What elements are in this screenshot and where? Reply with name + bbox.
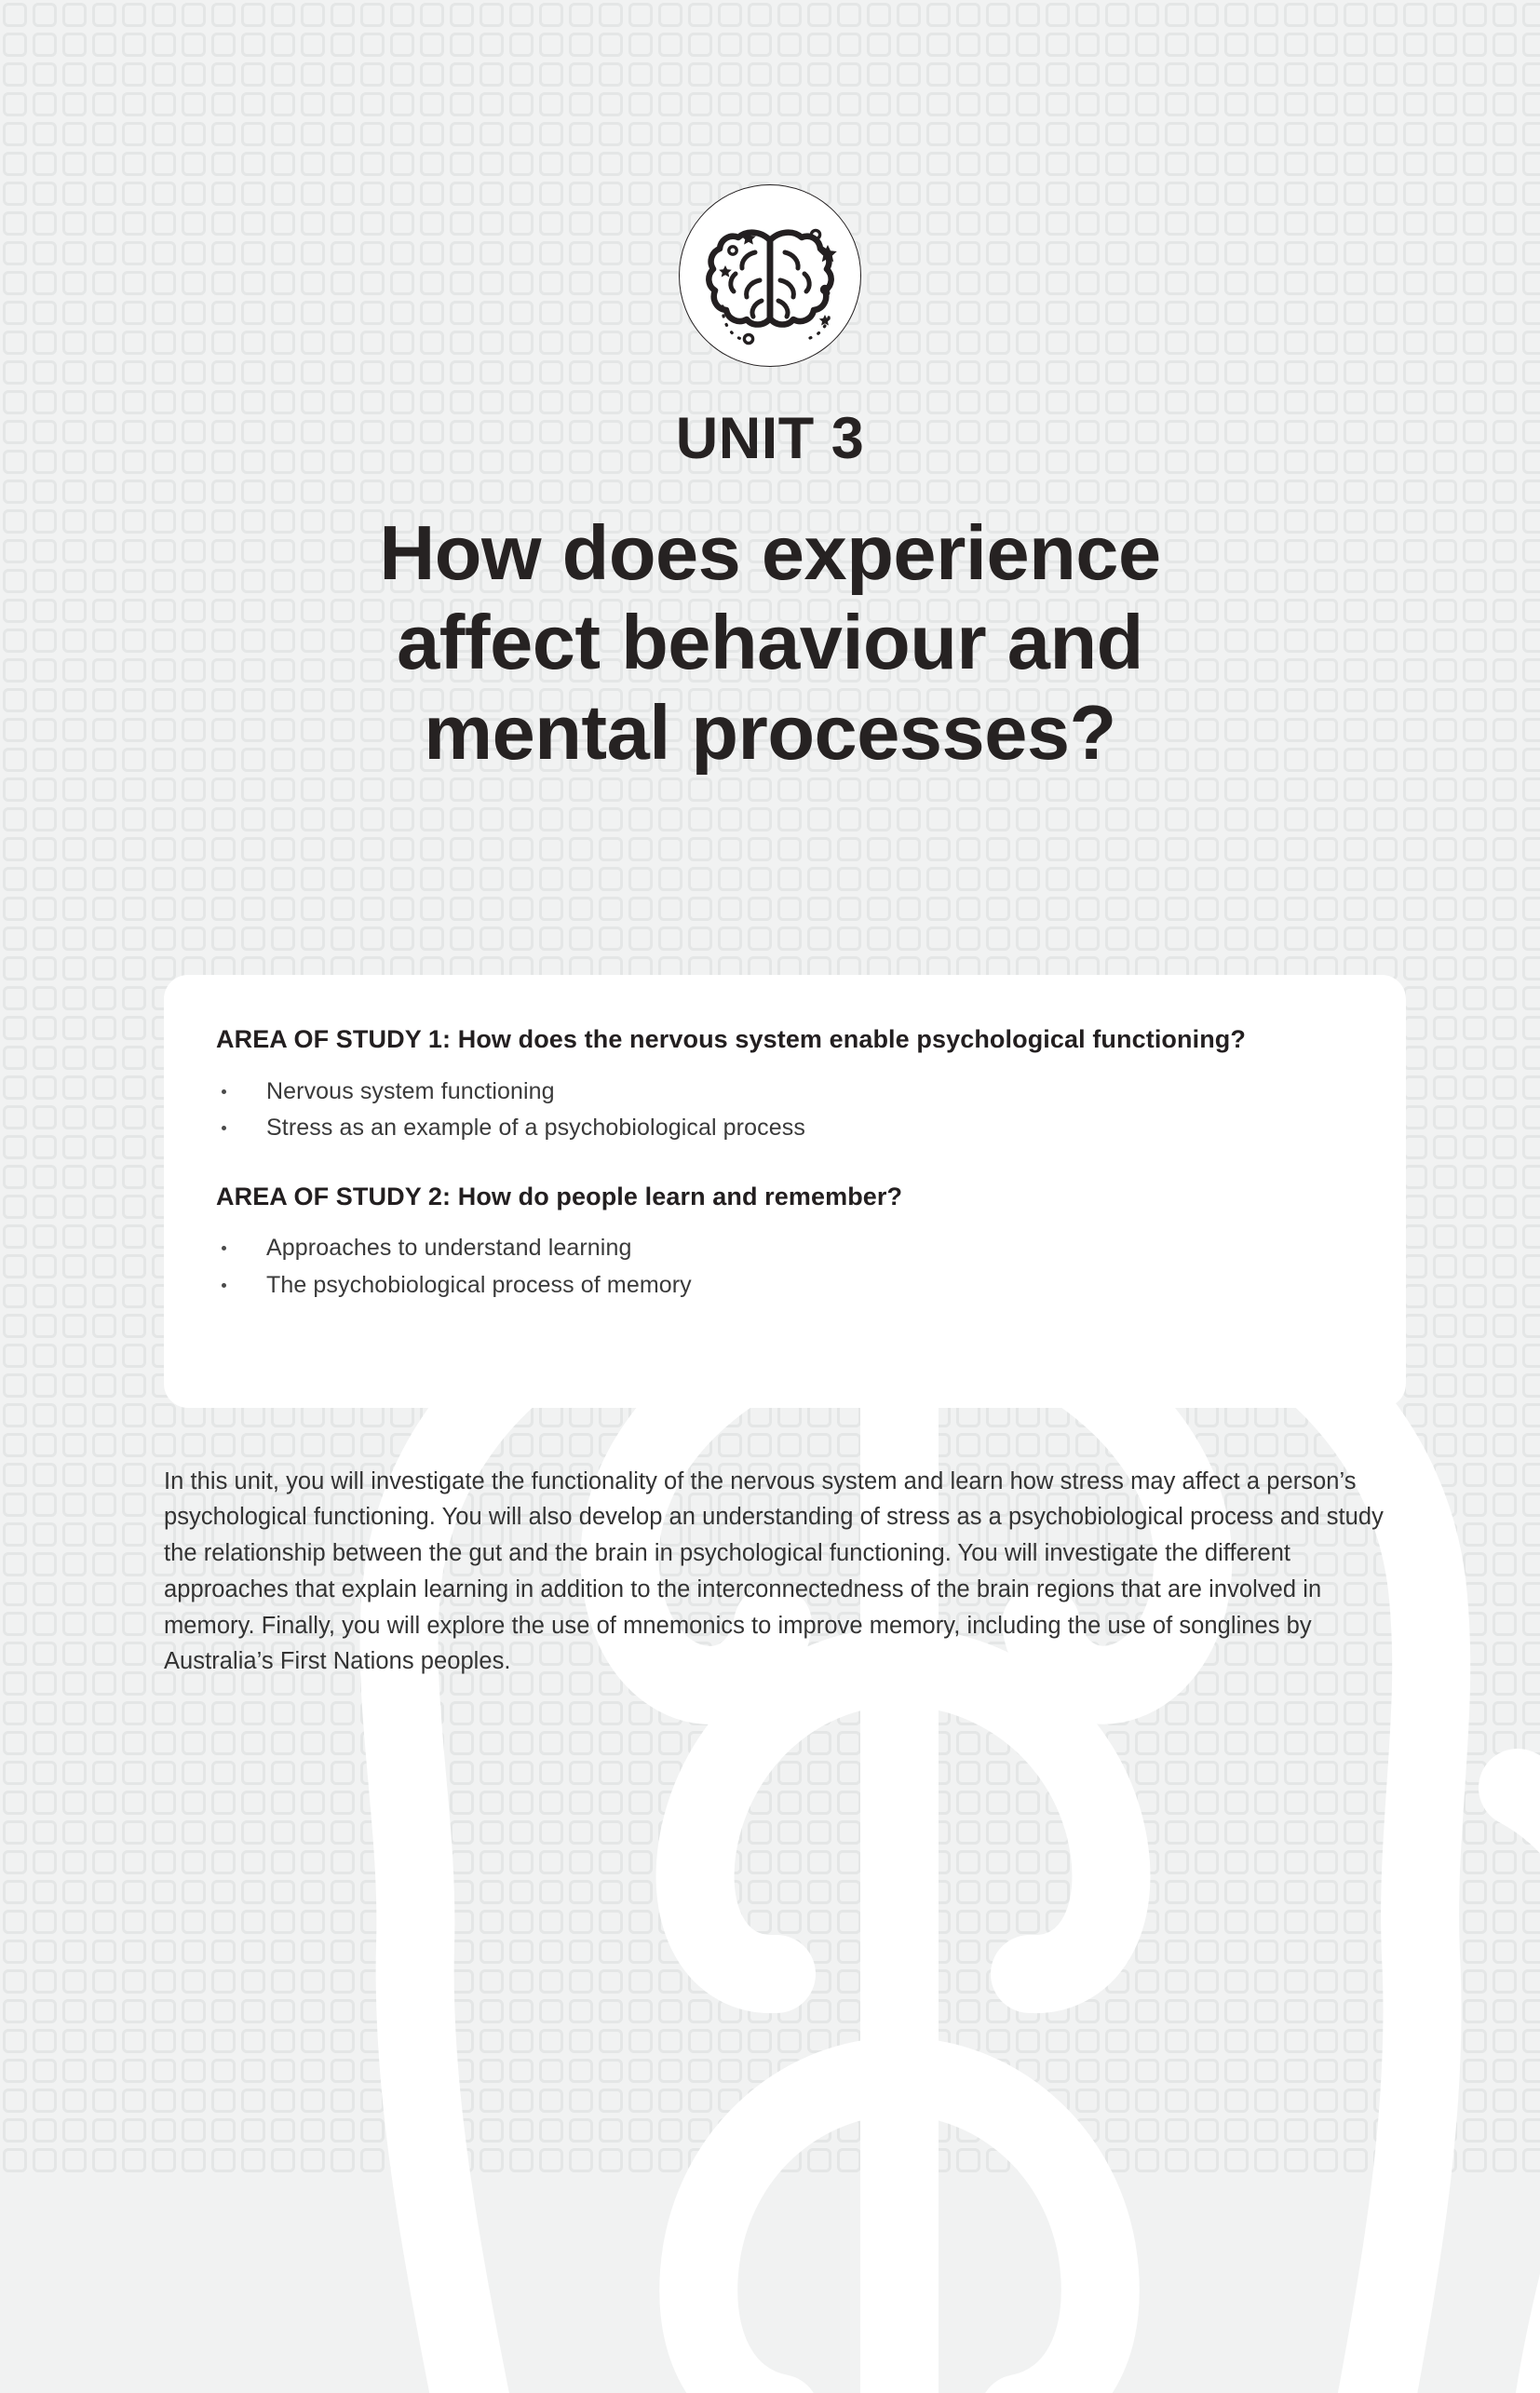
bullet-icon: [222, 1126, 226, 1131]
page-title-line-2: affect behaviour and: [397, 599, 1143, 686]
list-item-label: The psychobiological process of memory: [266, 1271, 692, 1298]
page-title: How does experience affect behaviour and…: [168, 508, 1372, 777]
bullet-icon: [222, 1282, 226, 1288]
list-item: Approaches to understand learning: [216, 1230, 1354, 1267]
list-item: Stress as an example of a psychobiologic…: [216, 1110, 1354, 1147]
page-title-line-3: mental processes?: [424, 688, 1116, 776]
unit-label: UNIT 3: [675, 406, 865, 471]
area-of-study-1-list: Nervous system functioning Stress as an …: [216, 1074, 1354, 1147]
bullet-icon: [222, 1088, 226, 1094]
list-item: Nervous system functioning: [216, 1074, 1354, 1111]
list-item: The psychobiological process of memory: [216, 1267, 1354, 1305]
unit-description-paragraph: In this unit, you will investigate the f…: [164, 1467, 1384, 1675]
area-of-study-1-heading: AREA OF STUDY 1: How does the nervous sy…: [216, 1025, 1246, 1053]
brain-icon: [679, 184, 861, 367]
list-item-label: Nervous system functioning: [266, 1077, 555, 1104]
page-title-line-1: How does experience: [379, 509, 1161, 596]
bullet-icon: [222, 1246, 226, 1251]
area-of-study-2-list: Approaches to understand learning The ps…: [216, 1230, 1354, 1304]
areas-of-study-card: AREA OF STUDY 1: How does the nervous sy…: [164, 975, 1406, 1408]
list-item-label: Stress as an example of a psychobiologic…: [266, 1115, 805, 1142]
area-of-study-2-heading: AREA OF STUDY 2: How do people learn and…: [216, 1182, 903, 1210]
list-item-label: Approaches to understand learning: [266, 1235, 632, 1262]
